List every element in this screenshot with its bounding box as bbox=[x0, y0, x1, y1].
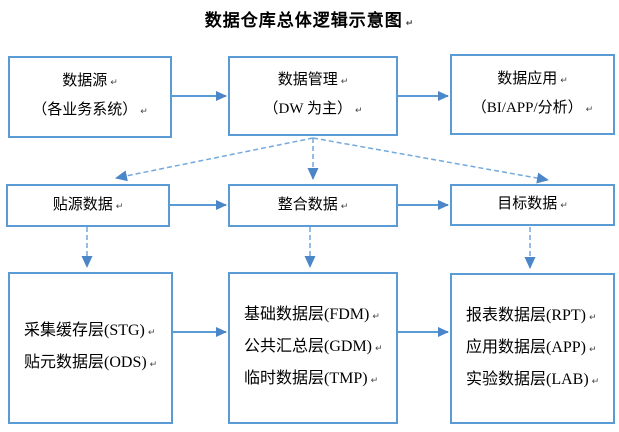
box-text: 贴元数据层(ODS) bbox=[24, 354, 147, 371]
box-staging-data: 贴源数据↵ bbox=[6, 184, 170, 227]
box-target-data: 目标数据↵ bbox=[450, 184, 615, 226]
box-text: 基础数据层(FDM) bbox=[244, 306, 370, 323]
box-text: 数据管理 bbox=[277, 72, 338, 88]
box-text: 数据应用 bbox=[497, 70, 558, 87]
box-text: （BI/APP/分析） bbox=[471, 99, 583, 116]
box-text: 贴源数据 bbox=[52, 196, 113, 213]
box-text: 公共汇总层(GDM) bbox=[244, 338, 372, 355]
box-text: 整合数据 bbox=[277, 196, 338, 213]
box-text: 目标数据 bbox=[497, 196, 558, 212]
box-text: （各业务系统） bbox=[32, 102, 138, 118]
dashed-arrow-management-to-staging bbox=[115, 137, 314, 182]
box-text: 采集缓存层(STG) bbox=[24, 322, 145, 339]
paragraph-mark: ↵ bbox=[585, 104, 594, 115]
box-stg-ods-layer: 采集缓存层(STG)↵ 贴元数据层(ODS)↵ bbox=[8, 272, 173, 424]
box-text: 报表数据层(RPT) bbox=[466, 306, 587, 324]
box-text: 数据源 bbox=[62, 73, 108, 89]
box-text: 实验数据层(LAB) bbox=[466, 370, 589, 388]
box-data-source: 数据源↵ （各业务系统）↵ bbox=[8, 56, 172, 138]
paragraph-mark: ↵ bbox=[140, 107, 148, 117]
paragraph-mark: ↵ bbox=[560, 75, 568, 86]
paragraph-mark: ↵ bbox=[375, 344, 383, 354]
box-text: 应用数据层(APP) bbox=[466, 338, 587, 356]
box-data-management: 数据管理↵ （DW 为主）↵ bbox=[228, 56, 398, 136]
paragraph-mark: ↵ bbox=[340, 77, 349, 87]
box-rpt-app-lab-layer: 报表数据层(RPT)↵ 应用数据层(APP)↵ 实验数据层(LAB)↵ bbox=[450, 273, 615, 424]
paragraph-mark: ↵ bbox=[560, 201, 568, 211]
paragraph-mark: ↵ bbox=[372, 312, 380, 322]
paragraph-mark: ↵ bbox=[354, 106, 363, 116]
paragraph-mark: ↵ bbox=[589, 312, 597, 323]
box-fdm-gdm-tmp-layer: 基础数据层(FDM)↵ 公共汇总层(GDM)↵ 临时数据层(TMP)↵ bbox=[228, 272, 398, 424]
box-text: 临时数据层(TMP) bbox=[244, 370, 368, 387]
dashed-arrow-management-to-target bbox=[312, 137, 549, 184]
box-text: （DW 为主） bbox=[263, 101, 352, 117]
paragraph-mark: ↵ bbox=[405, 19, 415, 29]
paragraph-mark: ↵ bbox=[147, 328, 156, 338]
paragraph-mark: ↵ bbox=[110, 78, 118, 88]
paragraph-mark: ↵ bbox=[589, 344, 597, 355]
paragraph-mark: ↵ bbox=[370, 376, 379, 386]
diagram-title: 数据仓库总体逻辑示意图↵ bbox=[204, 11, 415, 30]
paragraph-mark: ↵ bbox=[340, 201, 349, 212]
box-integrated-data: 整合数据↵ bbox=[228, 184, 398, 227]
paragraph-mark: ↵ bbox=[115, 201, 124, 212]
box-data-application: 数据应用↵ （BI/APP/分析）↵ bbox=[450, 54, 615, 135]
paragraph-mark: ↵ bbox=[149, 360, 158, 370]
paragraph-mark: ↵ bbox=[591, 376, 600, 387]
